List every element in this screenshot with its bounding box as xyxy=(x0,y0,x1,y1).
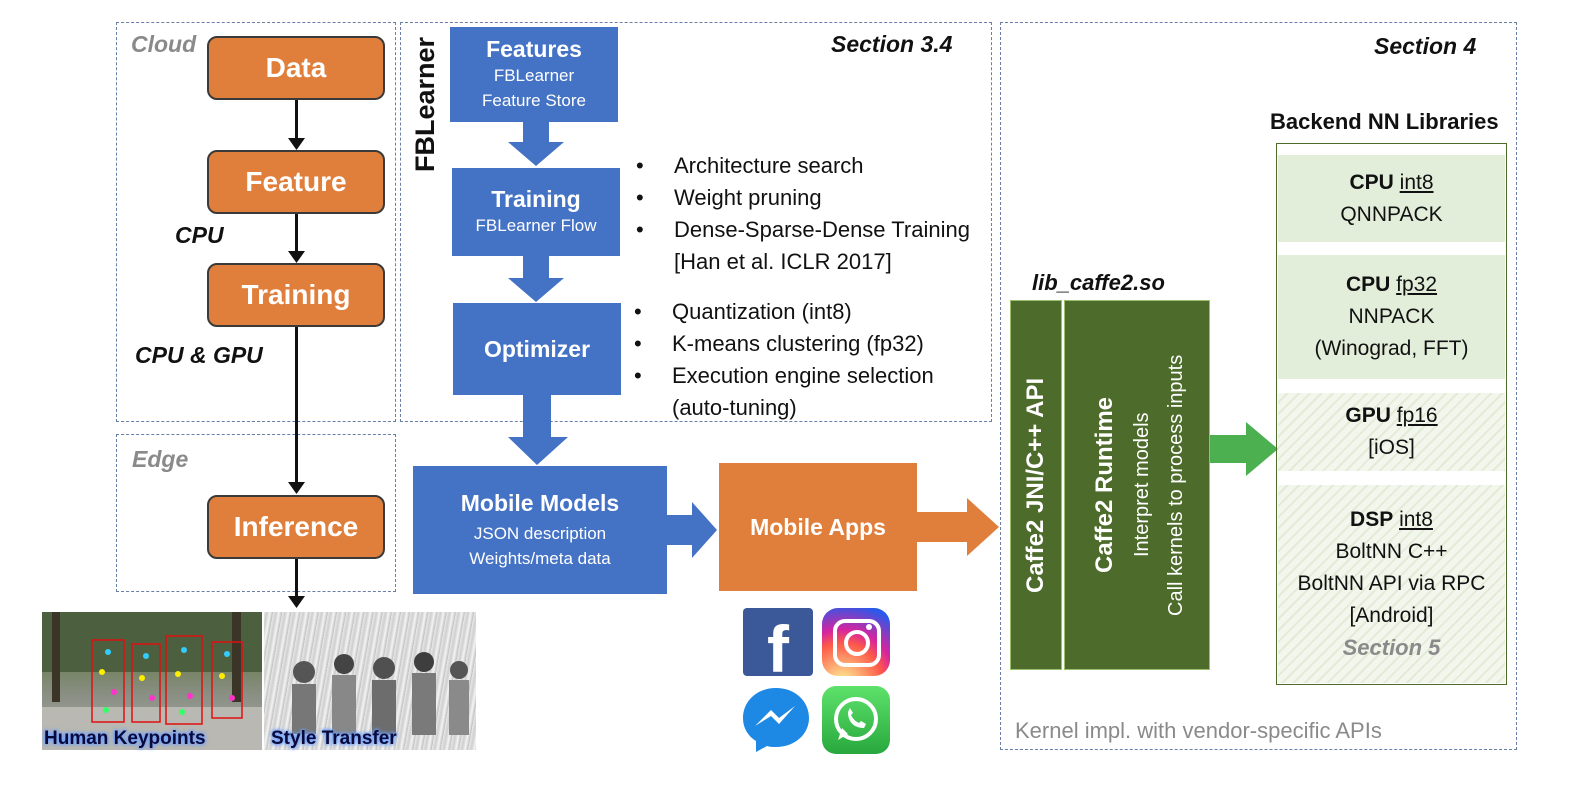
cpu-gpu-label: CPU & GPU xyxy=(135,342,263,368)
backend-frame xyxy=(1276,143,1507,685)
cloud-zone xyxy=(116,22,396,422)
runtime-line-1: Interpret models xyxy=(1131,412,1153,558)
caffe2-api-label: Caffe2 JNI/C++ API xyxy=(1022,377,1049,593)
edge-label: Edge xyxy=(132,446,189,472)
mobile-models-line-2: Weights/meta data xyxy=(469,548,611,568)
training-bullet: •Weight pruning xyxy=(636,185,822,210)
training-bullet: •Dense-Sparse-Dense Training xyxy=(636,217,970,242)
arrowhead-feature-training xyxy=(288,251,305,263)
cpu-label: CPU xyxy=(175,222,224,248)
training-step: Training xyxy=(207,263,385,327)
mobile-models-box: Mobile Models JSON description Weights/m… xyxy=(413,466,667,594)
caffe2-runtime-title: Caffe2 Runtime xyxy=(1091,396,1118,574)
arrow-features-training xyxy=(508,122,564,166)
arrow-data-feature xyxy=(295,100,298,142)
arrow-inference-output xyxy=(295,559,298,599)
inference-step: Inference xyxy=(207,495,385,559)
backend-title: Backend NN Libraries xyxy=(1270,109,1499,134)
section-5-label: Section 5 xyxy=(1342,635,1441,660)
mobile-apps-box: Mobile Apps xyxy=(719,463,917,591)
lib-line: (Winograd, FFT) xyxy=(1314,337,1469,360)
mobile-models-line-1: JSON description xyxy=(473,523,607,543)
human-keypoints-caption: Human Keypoints xyxy=(44,728,206,749)
messenger-icon xyxy=(741,686,811,752)
mobile-models-title: Mobile Models xyxy=(460,489,620,516)
training-bullet-continuation: [Han et al. ICLR 2017] xyxy=(674,249,892,274)
optimizer-bullet: •Quantization (int8) xyxy=(634,299,852,324)
arrowhead-data-feature xyxy=(288,138,305,150)
lib-head: CPU xyxy=(1349,170,1394,194)
caffe2-api-box: Caffe2 JNI/C++ API xyxy=(1010,300,1062,670)
arrow-apps-runtime xyxy=(917,498,999,556)
optimizer-bullet-continuation: (auto-tuning) xyxy=(672,395,797,420)
feature-step: Feature xyxy=(207,150,385,214)
lib-line: BoltNN C++ xyxy=(1335,540,1448,563)
optimizer-bullet: •Execution engine selection xyxy=(634,363,934,388)
arrow-training-optimizer xyxy=(508,256,564,302)
edge-zone xyxy=(116,434,396,592)
whatsapp-icon xyxy=(822,686,890,754)
style-transfer-caption: Style Transfer xyxy=(271,728,397,749)
lib-type: int8 xyxy=(1399,170,1434,194)
training-bullets: •Architecture search •Weight pruning •De… xyxy=(636,150,970,278)
lib-type: fp16 xyxy=(1396,404,1438,427)
style-transfer-photo xyxy=(264,612,476,750)
mobile-apps-title: Mobile Apps xyxy=(750,513,886,540)
optimizer-box: Optimizer xyxy=(453,303,621,395)
data-step: Data xyxy=(207,36,385,100)
facebook-icon: f xyxy=(743,608,813,676)
instagram-icon xyxy=(822,608,890,676)
optimizer-title: Optimizer xyxy=(483,335,591,362)
lib-line: NNPACK xyxy=(1348,305,1435,328)
features-box: Features FBLearner Feature Store xyxy=(450,27,618,122)
arrow-feature-training xyxy=(295,214,298,254)
arrow-training-inference xyxy=(295,327,298,485)
training-box: Training FBLearner Flow xyxy=(452,168,620,256)
lib-dsp-int8: DSP int8 BoltNN C++ BoltNN API via RPC [… xyxy=(1278,485,1505,683)
section-3-4-label: Section 3.4 xyxy=(831,31,953,57)
training-line-1: FBLearner Flow xyxy=(475,216,597,235)
lib-caffe2-label: lib_caffe2.so xyxy=(1032,270,1165,295)
arrowhead-inference-output xyxy=(288,596,305,608)
arrow-optimizer-mobile-models xyxy=(508,395,568,465)
features-line-1: FBLearner xyxy=(493,66,575,85)
arrow-runtime-backend xyxy=(1210,422,1278,476)
lib-line: [iOS] xyxy=(1368,436,1415,459)
kernel-impl-footer: Kernel impl. with vendor-specific APIs xyxy=(1015,718,1382,743)
arrowhead-training-inference xyxy=(288,482,305,494)
lib-cpu-fp32: CPU fp32 NNPACK (Winograd, FFT) xyxy=(1278,255,1505,379)
training-title: Training xyxy=(491,186,581,212)
section-4-label: Section 4 xyxy=(1374,33,1477,59)
optimizer-bullets: •Quantization (int8) •K-means clustering… xyxy=(634,296,934,424)
lib-type: int8 xyxy=(1399,508,1433,531)
lib-gpu-fp16: GPU fp16 [iOS] xyxy=(1278,393,1505,471)
fblearner-vertical-label: FBLearner xyxy=(410,36,440,172)
lib-head: DSP xyxy=(1350,508,1394,531)
lib-cpu-int8: CPU int8 QNNPACK xyxy=(1278,155,1505,242)
lib-line: [Android] xyxy=(1349,604,1434,627)
lib-line: BoltNN API via RPC xyxy=(1297,572,1486,595)
caffe2-runtime-box: Caffe2 Runtime Interpret models Call ker… xyxy=(1064,300,1210,670)
section-4-zone xyxy=(1000,22,1517,750)
cloud-label: Cloud xyxy=(131,31,197,57)
arrow-models-apps xyxy=(667,502,717,558)
features-line-2: Feature Store xyxy=(482,91,586,110)
optimizer-bullet: •K-means clustering (fp32) xyxy=(634,331,924,356)
lib-type: fp32 xyxy=(1396,273,1438,296)
training-bullet: •Architecture search xyxy=(636,153,864,178)
lib-head: GPU xyxy=(1345,404,1391,427)
features-title: Features xyxy=(486,36,582,62)
lib-line: QNNPACK xyxy=(1340,202,1443,226)
lib-head: CPU xyxy=(1345,273,1391,296)
runtime-line-2: Call kernels to process inputs xyxy=(1165,354,1187,616)
fblearner-zone xyxy=(400,22,992,422)
human-keypoints-photo xyxy=(42,612,262,750)
